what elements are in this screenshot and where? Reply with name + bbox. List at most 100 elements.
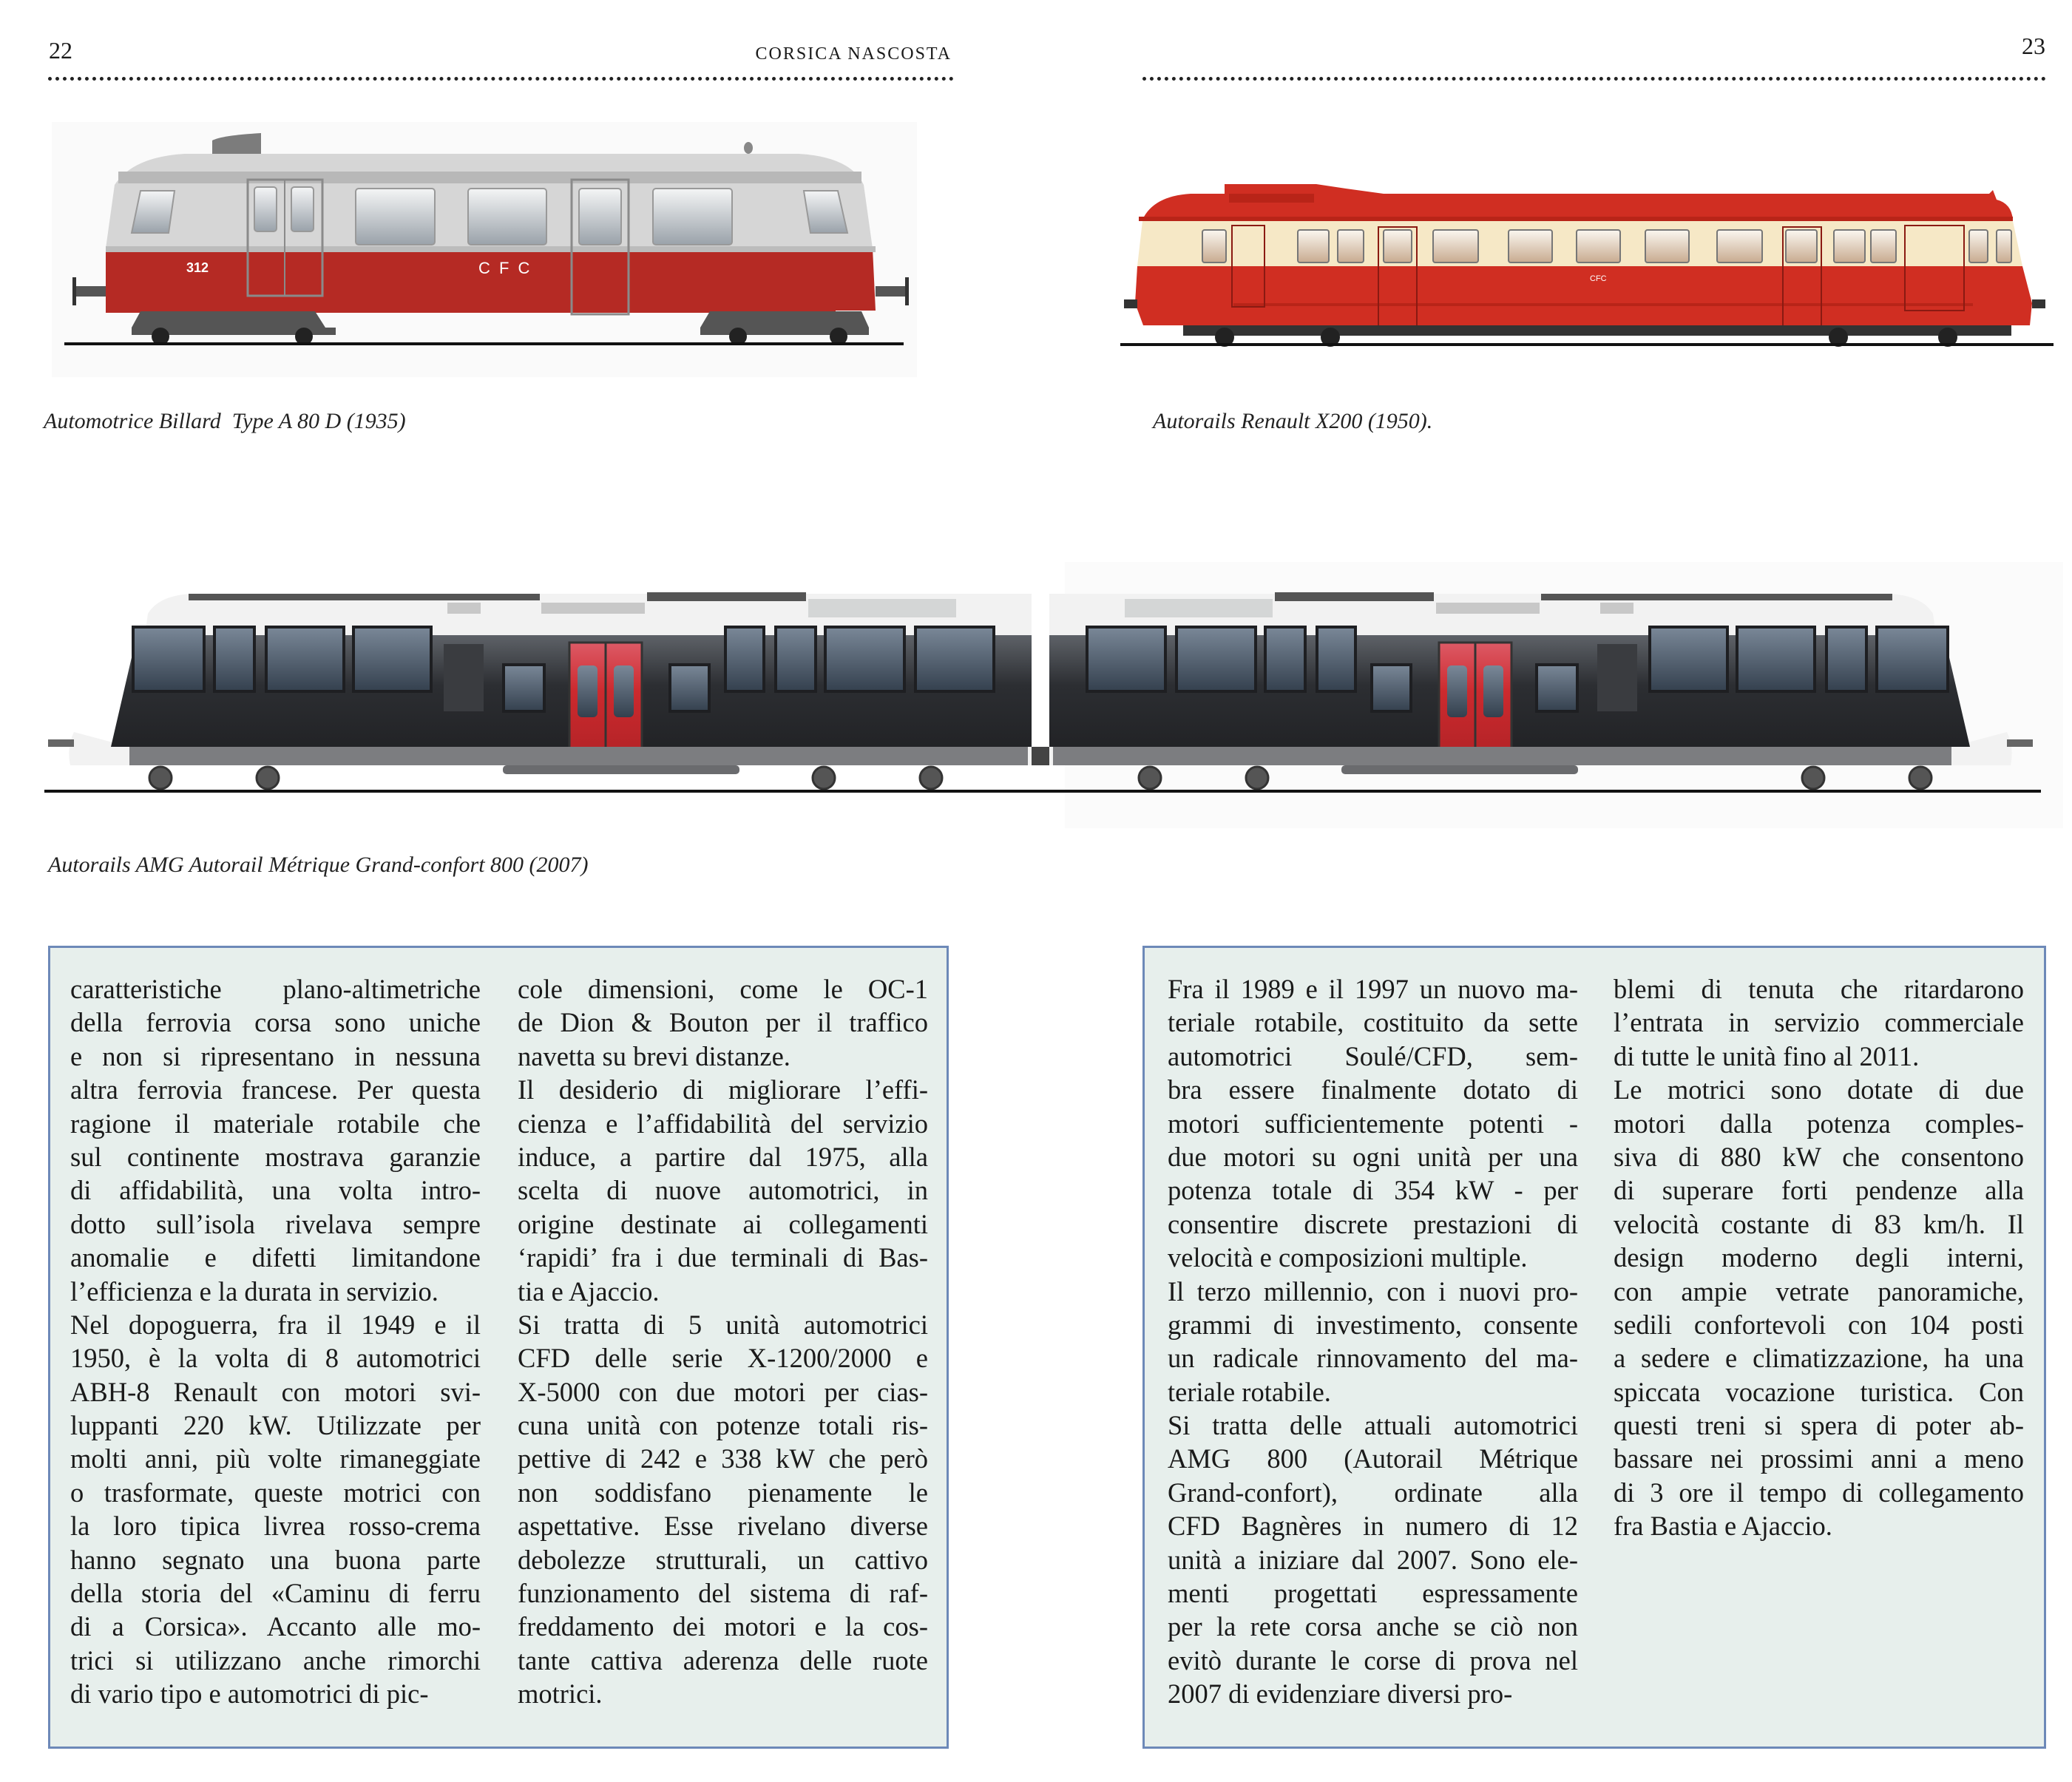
text-line: evitò durante le corse di prova nel [1168,1644,1578,1676]
text-column: Fra il 1989 e il 1997 un nuovo ma-terial… [1168,972,1578,1711]
text-line: navetta su brevi distanze. [518,1040,790,1071]
caption-billard: Automotrice Billard Type A 80 D (1935) [44,409,406,433]
page-number-right: 23 [2022,33,2045,59]
coupling [1032,747,1049,765]
text-line: funzionamento del sistema di raf- [518,1578,928,1609]
text-line: velocità e composizioni multiple. [1168,1242,1528,1273]
text-line: aspettative. Esse rivelano diverse [518,1511,928,1542]
amg-car [48,592,1032,790]
text-line: della storia del «Caminu di ferru [70,1578,481,1609]
text-line: blemi di tenuta che ritardarono [1614,974,2024,1004]
text-box-left [48,946,949,1749]
text-line: altra ferrovia francese. Per questa [70,1074,481,1105]
text-line: origine destinate ai collegamenti [518,1208,928,1239]
text-line: cuna unità con potenze totali ris- [518,1410,928,1441]
text-line: CFD delle serie X-1200/2000 e [518,1343,928,1374]
text-box-right [1142,946,2046,1749]
text-line: l’efficienza e la durata in servizio. [70,1275,439,1307]
text-line: l’entrata in servizio commerciale [1614,1007,2024,1038]
text-line: Si tratta delle attuali automotrici [1168,1410,1578,1441]
text-line: non soddisfano pienamente le [518,1477,928,1508]
text-line: sul continente mostrava garanzie [70,1141,481,1172]
text-line: pettive di 242 e 338 kW che però [518,1443,928,1474]
text-line: AMG 800 (Autorail Métrique [1168,1443,1578,1474]
header-divider-left [48,77,954,81]
text-line: cienza e l’affidabilità del servizio [518,1108,928,1139]
text-line: di tutte le unità fino al 2011. [1614,1040,1920,1071]
railcar-livery-text: C F C [478,259,532,277]
exhaust-stack [212,133,261,155]
text-line: cole dimensioni, come le OC-1 [518,974,928,1004]
text-line: a sedere e climatizzazione, ha una [1614,1343,2024,1374]
text-line: motori sufficientemente potenti - [1168,1108,1578,1139]
text-line: grammi di investimento, consente [1168,1309,1578,1340]
text-line: con ampie vetrate panoramiche, [1614,1275,2024,1307]
text-line: trici si utilizzano anche rimorchi [70,1644,481,1676]
running-title: CORSICA NASCOSTA [755,44,952,64]
text-line: unità a iniziare dal 2007. Sono ele- [1168,1544,1578,1575]
text-line: dotto sull’isola rivelava sempre [70,1208,481,1239]
text-line: X-5000 con due motori per cias- [518,1376,928,1407]
text-line: della ferrovia corsa sono uniche [70,1007,481,1038]
text-line: debolezze strutturali, un cattivo [518,1544,928,1575]
text-line: Il terzo millennio, con i nuovi pro- [1168,1275,1578,1307]
text-line: Le motrici sono dotate di due [1614,1074,2024,1105]
text-line: ABH-8 Renault con motori svi- [70,1376,481,1407]
text-line: freddamento dei motori e la cos- [518,1611,928,1642]
text-line: sedili confortevoli con 104 posti [1614,1309,2024,1340]
text-line: Nel dopoguerra, fra il 1949 e il [70,1309,481,1340]
text-line: teriale rotabile, costituito da sette [1168,1007,1578,1038]
caption-renault: Autorails Renault X200 (1950). [1153,409,1433,433]
text-line: design moderno degli interni, [1614,1242,2024,1273]
text-line: Grand-confort), ordinate alla [1168,1477,1578,1508]
text-line: scelta di nuove automotrici, in [518,1175,928,1206]
text-line: motori dalla potenza comples- [1614,1108,2024,1139]
text-line: potenza totale di 354 kW - per [1168,1175,1578,1206]
railcar-livery-text: CFC [1590,274,1607,283]
text-line: di affidabilità, una volta intro- [70,1175,481,1206]
text-line: velocità costante di 83 km/h. Il [1614,1208,2024,1239]
header-divider-right [1142,77,2046,81]
text-line: tante cattiva aderenza delle ruote [518,1644,928,1676]
text-line: di 3 ore il tempo di collegamento [1614,1477,2024,1508]
page-number-left: 22 [49,37,72,64]
text-line: tia e Ajaccio. [518,1275,660,1307]
rail-line [64,342,904,345]
rail-line [1120,343,2054,346]
text-line: luppanti 220 kW. Utilizzate per [70,1410,481,1441]
text-line: caratteristiche plano-altimetriche [70,974,481,1004]
door-right [570,178,630,316]
text-line: di a Corsica». Accanto alle mo- [70,1611,481,1642]
text-line: automotrici Soulé/CFD, sem- [1168,1040,1578,1071]
text-line: la loro tipica livrea rosso-crema [70,1511,481,1542]
text-line: 2007 di evidenziare diversi pro- [1168,1678,1513,1710]
text-line: bassare nei prossimi anni a meno [1614,1443,2024,1474]
text-line: induce, a partire dal 1975, alla [518,1141,928,1172]
text-line: un radicale rinnovamento del ma- [1168,1343,1578,1374]
text-line: fra Bastia e Ajaccio. [1614,1511,1832,1542]
text-line: Il desiderio di migliorare l’effi- [518,1074,928,1105]
rail-line [44,790,2041,793]
billard-railcar-illustration [52,122,917,377]
text-line: Fra il 1989 e il 1997 un nuovo ma- [1168,974,1578,1004]
text-line: di superare forti pendenze alla [1614,1175,2024,1206]
amg-800-illustration [44,562,2063,828]
text-line: Si tratta di 5 unità automotrici [518,1309,928,1340]
text-line: e non si ripresentano in nessuna [70,1040,481,1071]
text-line: hanno segnato una buona parte [70,1544,481,1575]
text-line: 1950, è la volta di 8 automotrici [70,1343,481,1374]
text-line: de Dion & Bouton per il traffico [518,1007,928,1038]
text-line: spiccata vocazione turistica. Con [1614,1376,2024,1407]
caption-amg: Autorails AMG Autorail Métrique Grand-co… [48,853,589,877]
railcar-number: 312 [186,260,209,275]
text-line: due motori su ogni unità per una [1168,1141,1578,1172]
text-line: o trasformate, queste motrici con [70,1477,481,1508]
text-line: CFD Bagnères in numero di 12 [1168,1511,1578,1542]
text-line: motrici. [518,1678,603,1710]
text-line: bra essere finalmente dotato di [1168,1074,1578,1105]
text-line: di vario tipo e automotrici di pic- [70,1678,429,1710]
